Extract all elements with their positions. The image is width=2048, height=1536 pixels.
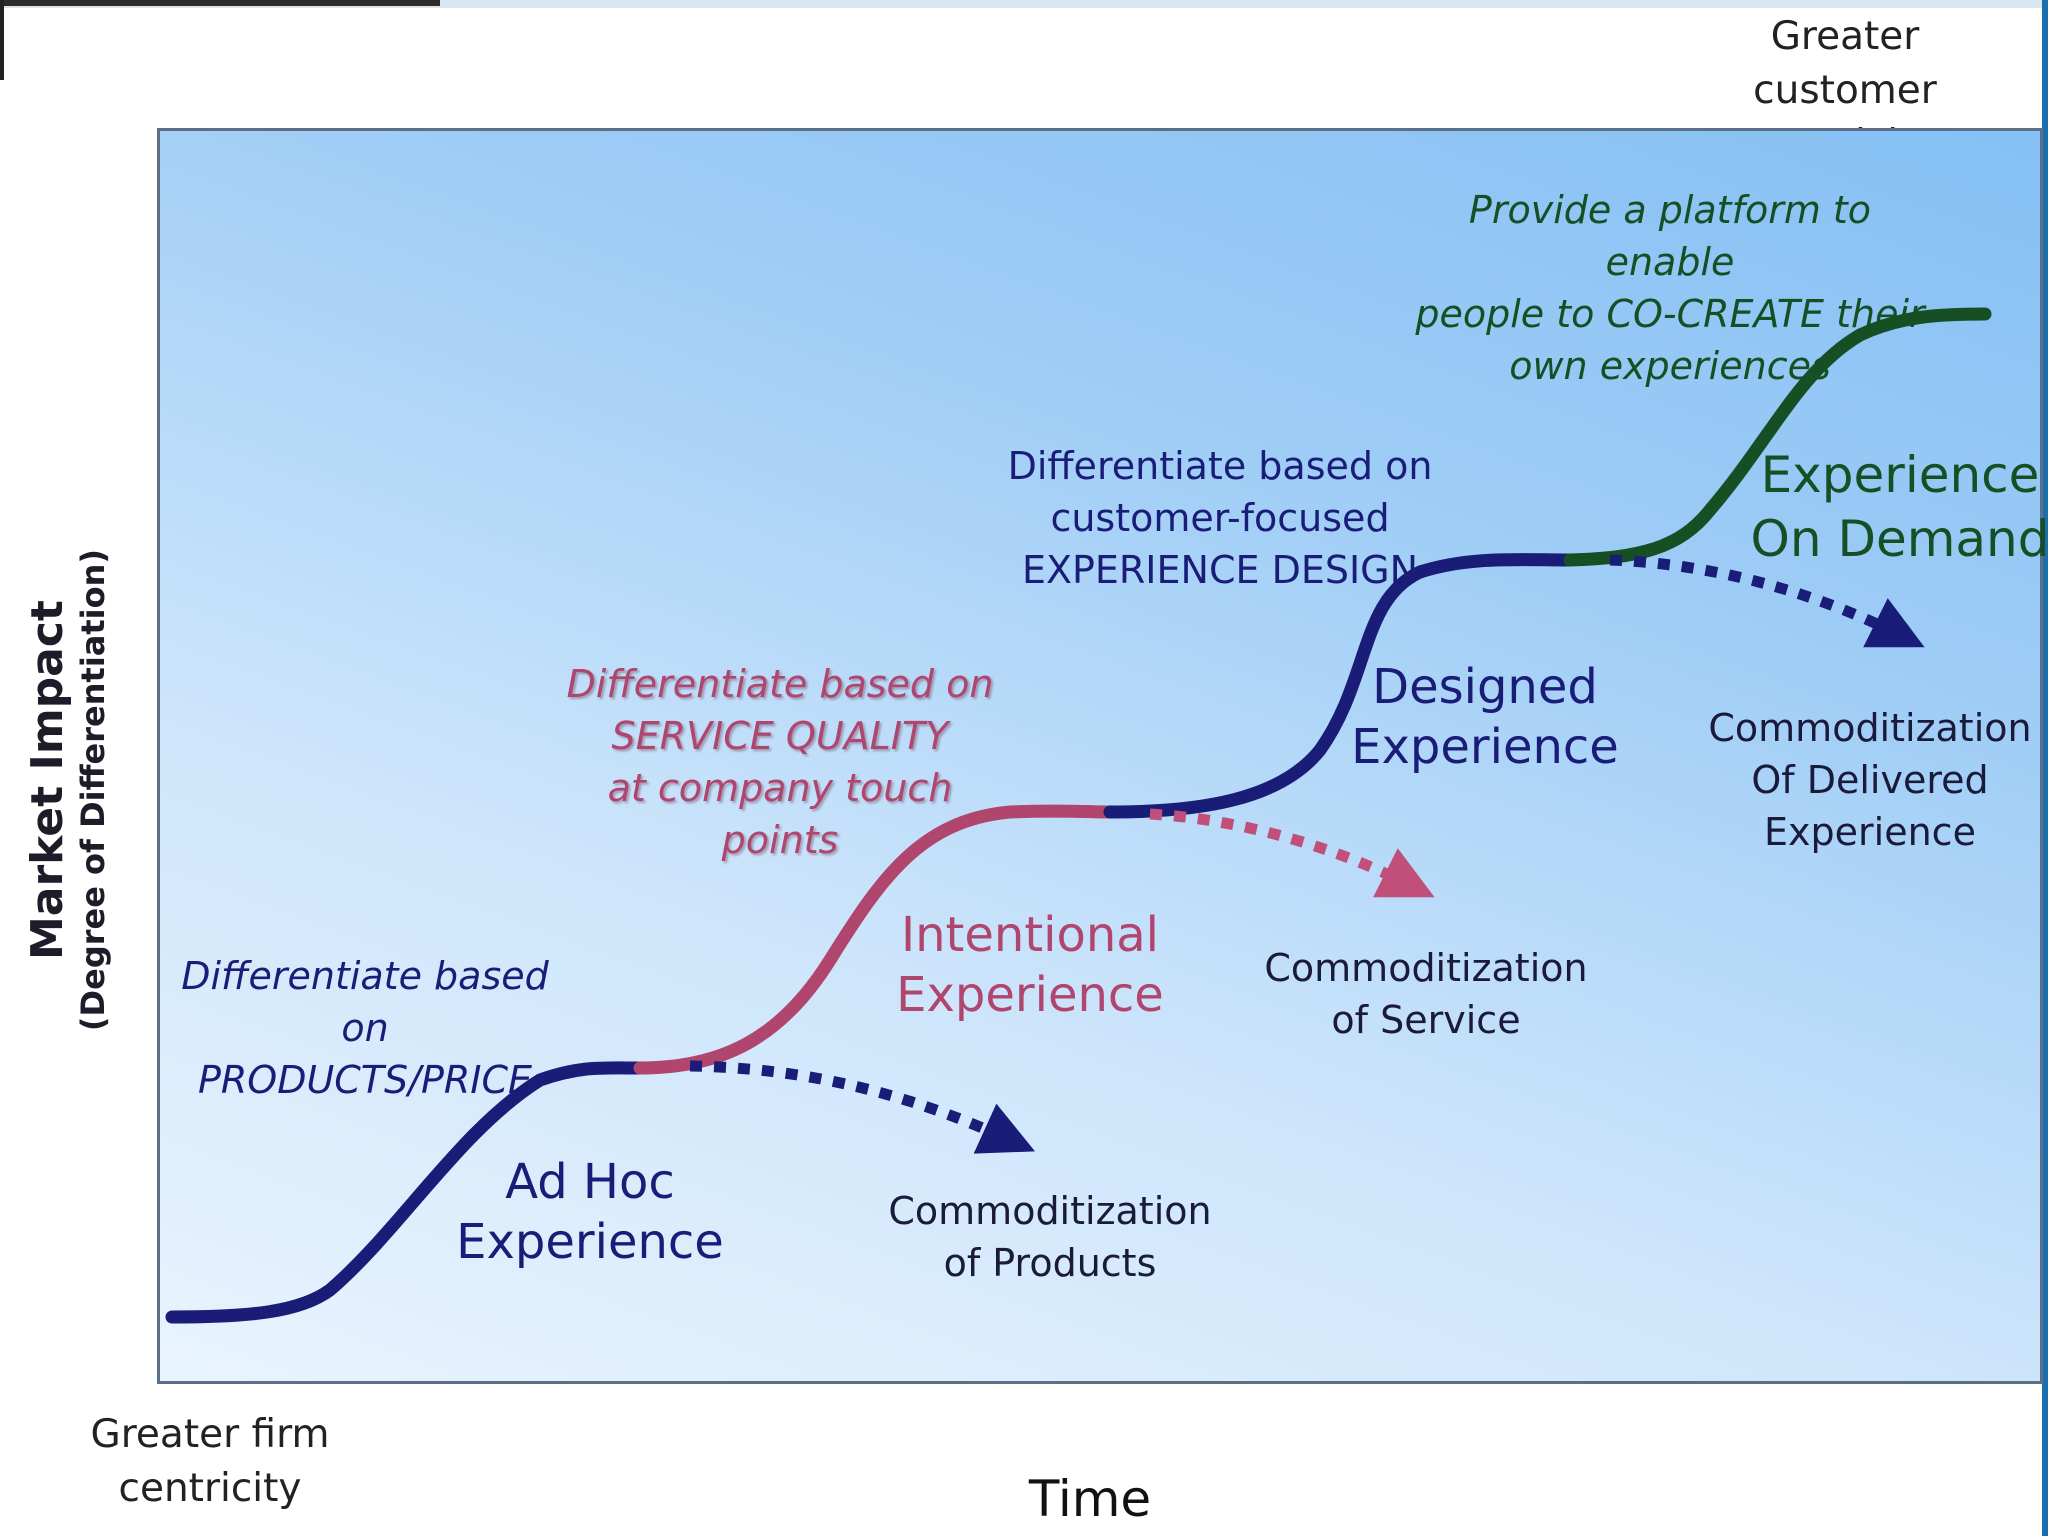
curve-ad-hoc — [165, 1061, 647, 1324]
stage-designed: Designed Experience — [1351, 659, 1619, 775]
note-service-quality: Differentiate based on SERVICE QUALITY a… — [566, 662, 994, 862]
diagram-panel — [157, 128, 2043, 1384]
x-axis-title: Time — [1028, 1470, 1152, 1528]
commoditization-products: Commoditization of Products — [888, 1189, 1212, 1285]
curve-on-demand — [1563, 307, 1992, 567]
commoditization-delivered: Commoditization Of Delivered Experience — [1708, 706, 2032, 854]
note-products-price: Differentiate based on PRODUCTS/PRICE — [181, 954, 549, 1102]
left-edge-mark — [0, 0, 4, 80]
curve-intentional — [633, 804, 1117, 1075]
stage-ad-hoc: Ad Hoc Experience — [456, 1154, 724, 1270]
note-experience-design: Differentiate based on customer-focused … — [1007, 444, 1433, 592]
commoditization-service: Commoditization of Service — [1264, 946, 1588, 1042]
arrow-commoditization-delivered — [1609, 554, 1925, 648]
stage-on-demand: Experience On Demand — [1750, 446, 2048, 568]
top-left-dark-strip — [0, 0, 440, 6]
arrow-commoditization-service — [1149, 808, 1435, 898]
top-border-strip — [0, 0, 2048, 8]
note-co-create: Provide a platform to enable people to C… — [1415, 188, 1925, 388]
right-edge-bar — [2042, 0, 2048, 1536]
stage-intentional: Intentional Experience — [896, 907, 1164, 1023]
bottom-left-label: Greater firm centricity — [90, 1412, 330, 1511]
arrow-commoditization-products — [689, 1060, 1036, 1154]
curve-designed — [1103, 553, 1577, 819]
